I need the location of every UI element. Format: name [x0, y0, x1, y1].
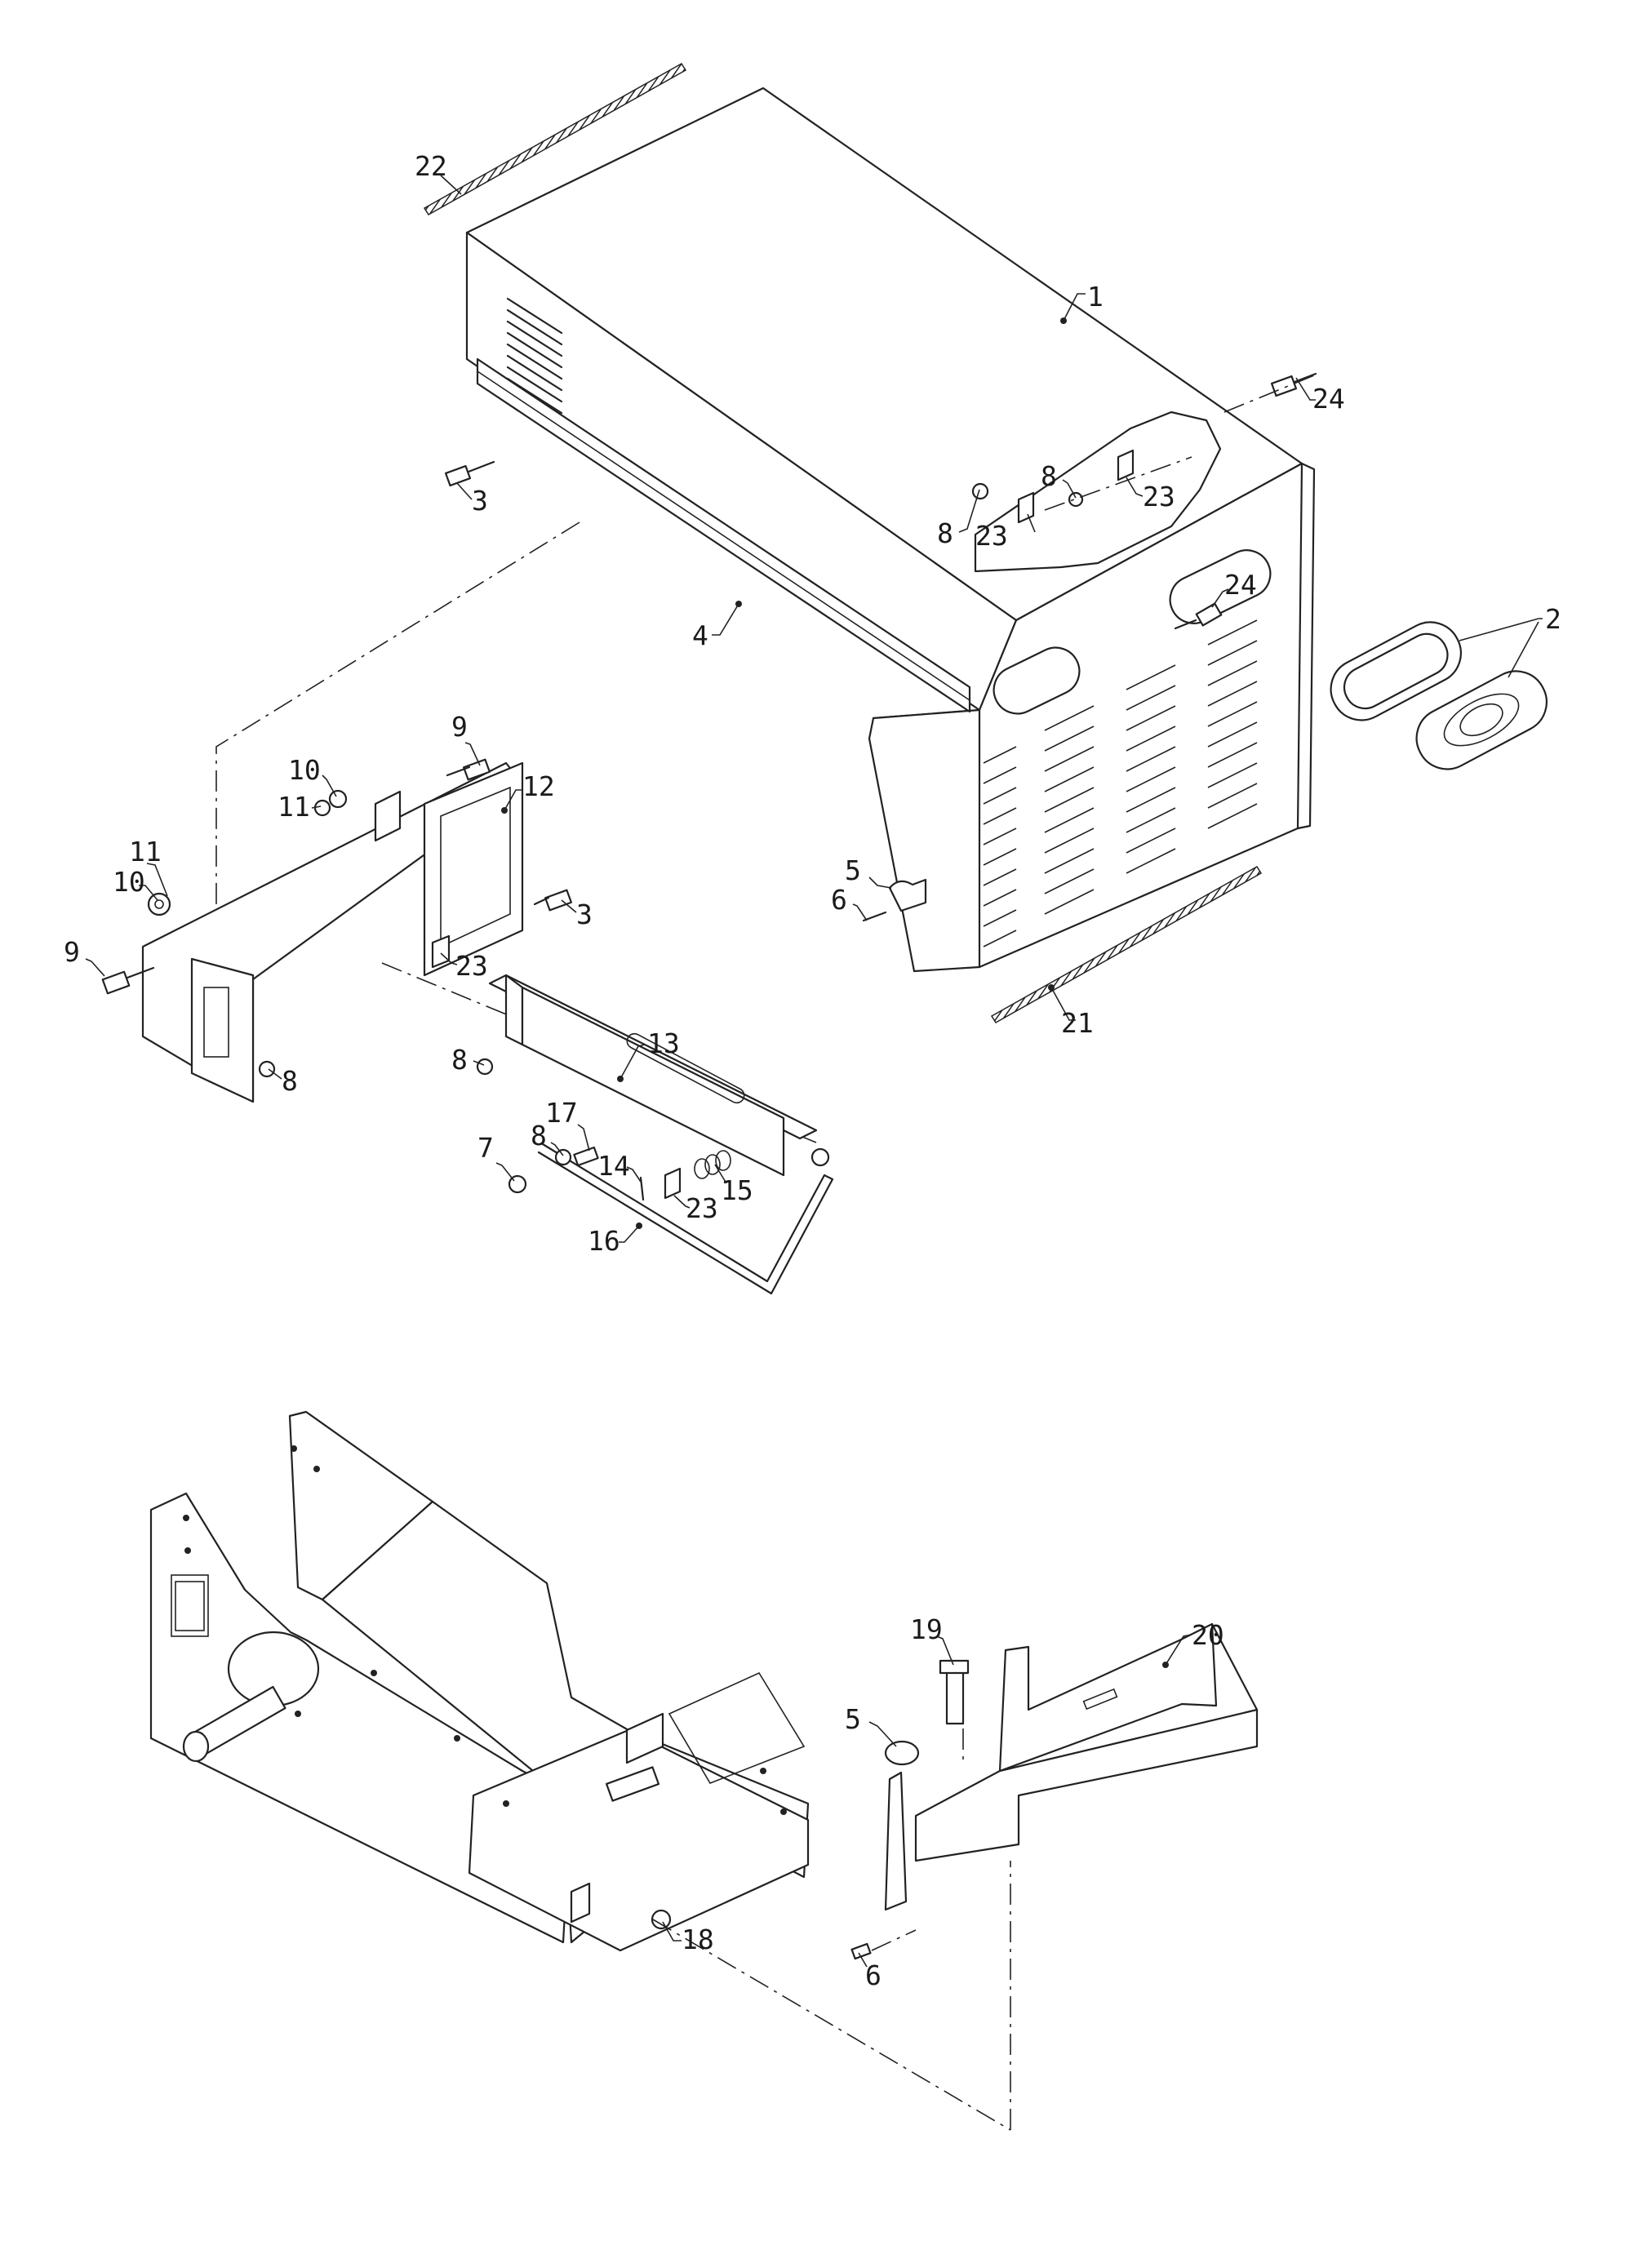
callout-8: 8 [282, 1065, 298, 1097]
handle-grommets [1330, 621, 1548, 770]
base-frame [149, 1410, 810, 1952]
latch-hardware [850, 1659, 970, 1960]
callout-19: 19 [910, 1613, 943, 1645]
callout-22: 22 [415, 150, 447, 182]
callout-8: 8 [451, 1044, 468, 1076]
weather-strip-bottom [990, 865, 1263, 1024]
callout-12: 12 [522, 770, 555, 802]
callout-2: 2 [1545, 603, 1561, 635]
callout-23: 23 [455, 950, 488, 982]
callout-20: 20 [1192, 1619, 1224, 1651]
callout-10: 10 [113, 866, 145, 898]
callout-8: 8 [1041, 460, 1057, 492]
callout-8: 8 [937, 517, 953, 549]
callout-16: 16 [588, 1225, 620, 1257]
front-louvers [983, 619, 1258, 947]
callout-9: 9 [451, 711, 468, 743]
callout-23: 23 [975, 520, 1008, 552]
mid-hardware [101, 758, 731, 1201]
callout-24: 24 [1312, 383, 1345, 415]
callout-13: 13 [647, 1027, 680, 1059]
left-vent-slots [506, 297, 563, 415]
callout-9: 9 [64, 936, 80, 968]
cover-hardware [444, 372, 1317, 922]
callout-5: 5 [845, 1703, 861, 1735]
bracket-16 [537, 1143, 834, 1295]
callout-18: 18 [682, 1924, 714, 1955]
callout-1: 1 [1087, 281, 1104, 313]
bracket-20 [914, 1622, 1259, 1862]
callout-14: 14 [597, 1150, 630, 1182]
callout-24: 24 [1224, 569, 1257, 601]
bracket-13 [488, 974, 818, 1177]
callout-11: 11 [278, 791, 310, 823]
callout-11: 11 [129, 836, 162, 868]
callout-3: 3 [576, 899, 593, 930]
callout-17: 17 [545, 1097, 578, 1129]
callout-23: 23 [686, 1192, 718, 1224]
callout-4: 4 [692, 619, 708, 651]
callout-6: 6 [831, 884, 847, 916]
bracket-12 [141, 761, 524, 1103]
callout-6: 6 [865, 1959, 882, 1991]
callout-23: 23 [1143, 481, 1175, 513]
callout-10: 10 [288, 754, 321, 786]
enclosure-cover [465, 87, 1316, 973]
weather-strip-top [423, 62, 687, 216]
callout-8: 8 [531, 1120, 547, 1152]
callout-7: 7 [477, 1132, 494, 1164]
callout-21: 21 [1061, 1007, 1094, 1039]
callout-3: 3 [472, 485, 488, 517]
callout-15: 15 [721, 1174, 753, 1206]
callout-5: 5 [845, 854, 861, 886]
